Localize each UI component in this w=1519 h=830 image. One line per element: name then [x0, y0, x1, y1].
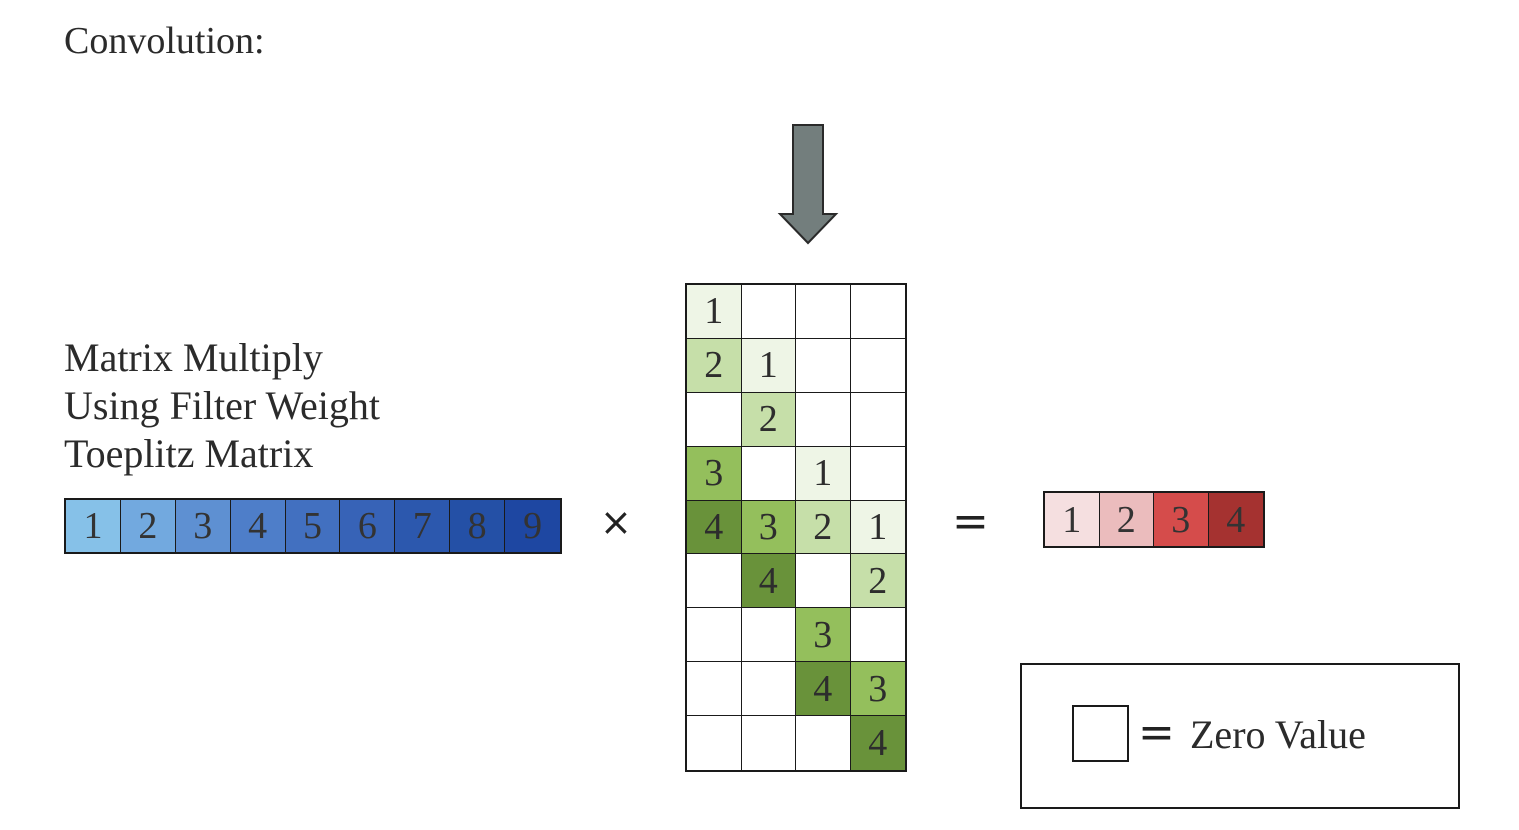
input-cell: 6 [340, 500, 396, 552]
matrix-zero-cell [796, 716, 851, 770]
matrix-zero-cell [687, 662, 742, 717]
matrix-cell: 4 [687, 500, 742, 555]
matrix-cell: 1 [687, 285, 742, 339]
matrix-zero-cell [687, 716, 742, 770]
input-cell: 4 [230, 500, 286, 552]
matrix-zero-cell [850, 392, 905, 447]
matrix-zero-cell [796, 392, 851, 447]
matrix-cell: 2 [850, 554, 905, 609]
matrix-zero-cell [687, 554, 742, 609]
description-text: Matrix Multiply Using Filter Weight Toep… [64, 334, 380, 478]
matrix-cell: 1 [850, 500, 905, 555]
description-line-1: Matrix Multiply [64, 335, 323, 380]
matrix-zero-cell [850, 608, 905, 663]
matrix-zero-cell [850, 285, 905, 339]
matrix-cell: 2 [741, 392, 796, 447]
matrix-zero-cell [741, 446, 796, 501]
matrix-cell: 3 [850, 662, 905, 717]
input-cell: 8 [450, 500, 506, 552]
matrix-zero-cell [741, 662, 796, 717]
output-cell: 2 [1099, 493, 1154, 546]
matrix-cell: 4 [796, 662, 851, 717]
output-cell: 3 [1154, 493, 1209, 546]
description-line-2: Using Filter Weight [64, 383, 381, 428]
input-cell: 3 [175, 500, 231, 552]
down-arrow-icon [776, 123, 840, 252]
legend-equals-sign: = [1138, 707, 1175, 758]
input-cell: 7 [395, 500, 451, 552]
matrix-cell: 4 [850, 716, 905, 770]
output-cell: 4 [1208, 493, 1263, 546]
matrix-zero-cell [850, 338, 905, 393]
page-title: Convolution: [64, 20, 265, 62]
description-line-3: Toeplitz Matrix [64, 431, 314, 476]
matrix-zero-cell [850, 446, 905, 501]
matrix-cell: 3 [796, 608, 851, 663]
matrix-zero-cell [741, 285, 796, 339]
multiply-sign: × [600, 500, 632, 544]
legend-box: = Zero Value [1020, 663, 1460, 809]
input-cell: 9 [505, 500, 561, 552]
matrix-zero-cell [687, 608, 742, 663]
matrix-cell: 2 [796, 500, 851, 555]
matrix-cell: 2 [687, 338, 742, 393]
matrix-cell: 1 [741, 338, 796, 393]
arrow-shape [777, 124, 839, 245]
matrix-cell: 4 [741, 554, 796, 609]
legend-zero-swatch [1072, 705, 1129, 762]
input-cell: 2 [120, 500, 176, 552]
input-cell: 1 [66, 500, 121, 552]
matrix-zero-cell [741, 716, 796, 770]
matrix-cell: 3 [741, 500, 796, 555]
matrix-zero-cell [796, 338, 851, 393]
matrix-cell: 1 [796, 446, 851, 501]
matrix-zero-cell [741, 608, 796, 663]
matrix-zero-cell [687, 392, 742, 447]
output-cell: 1 [1045, 493, 1100, 546]
legend-label: Zero Value [1190, 712, 1366, 757]
matrix-zero-cell [796, 285, 851, 339]
input-cell: 5 [285, 500, 341, 552]
matrix-zero-cell [796, 554, 851, 609]
equals-sign: = [952, 496, 989, 547]
matrix-cell: 3 [687, 446, 742, 501]
